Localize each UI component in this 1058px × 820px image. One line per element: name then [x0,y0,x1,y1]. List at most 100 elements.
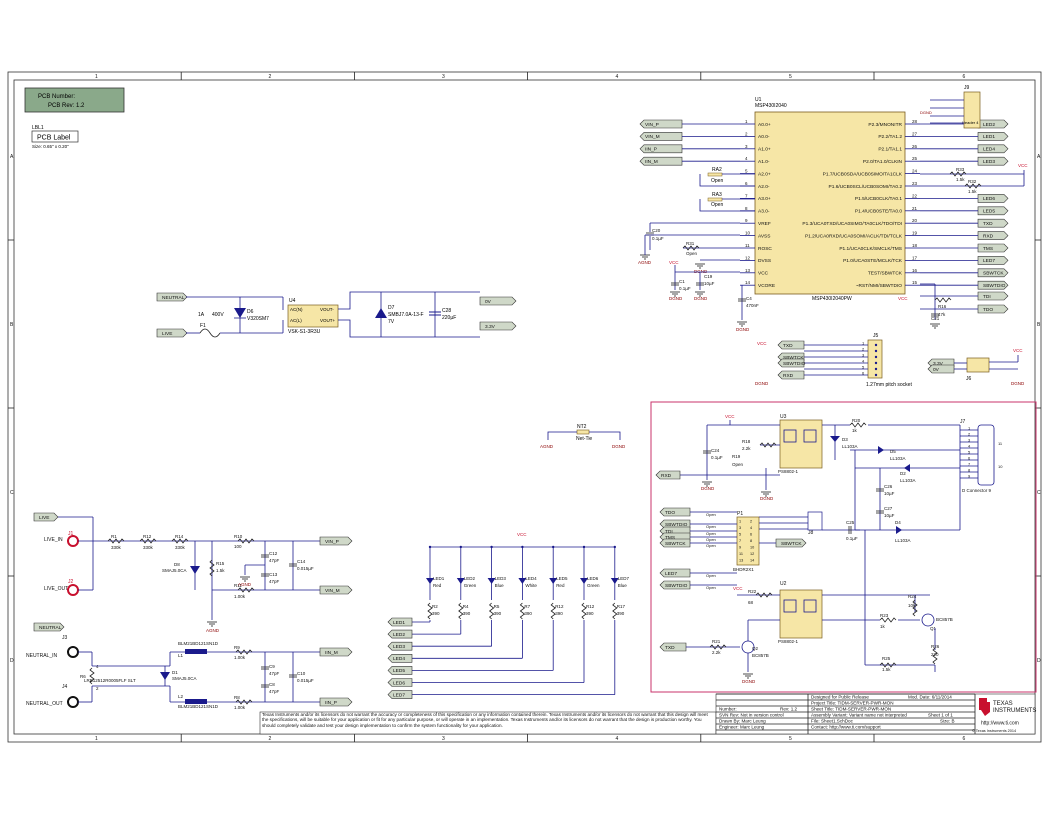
p1-pin-9: 9 [739,546,741,550]
led-color-4: White [525,583,537,588]
j7-pin-11: 11 [998,441,1003,446]
mcu-pin-num-6: 6 [745,181,748,186]
p1-pin-7: 7 [739,539,741,543]
tb-ti-2: INSTRUMENTS [993,708,1036,714]
tb-rev: Rev: 1.2 [780,707,798,712]
p1-pin-12: 12 [750,552,754,556]
led-res-symbol-4 [519,602,526,620]
dgnd-nt: DGND [612,444,626,449]
led-res-ref-4: R7 [524,604,530,609]
iso-net-sbwtck-right-label: SBWTCK [781,541,802,547]
mcu-pin-28: P2.3/MNONITR [868,122,902,128]
tb-project: Project Title: TIDM-SERVER-PWR-MON [811,701,894,706]
frame-row-left-B: B [10,322,14,328]
r20-val: 1k [852,428,858,433]
dgnd-c1 [670,291,680,297]
lbl-text: PCB Label [37,135,71,142]
j5-pin-6: 6 [862,371,865,376]
mcu-pin-25: P2.0/TA1.0/CLKIN [863,159,903,165]
r6-part: LRB12512R0005FLF SLT [84,678,136,683]
dgnd-c24 [702,481,712,487]
mcu-pin-num-11: 11 [745,243,750,248]
mcu-net-iin_p-label: IIN_P [645,147,657,153]
j7-part: D Connector 9 [962,488,992,493]
iso-net-txd: TXD [659,642,687,652]
led-color-7: Blue [618,583,628,588]
mcu-pin-num-21: 21 [912,206,918,211]
tb-engineer: Engineer: Marc Leung [719,725,765,730]
mcu-rnet-9-led7-label: LED7 [983,258,995,264]
l2-symbol [185,699,207,704]
j6-net-0v: 0V [927,364,955,374]
r31-ref: R31 [686,241,695,246]
r33-symbol [949,171,967,177]
l1-ref: L1 [178,653,184,658]
mcu-rnet-2-led4: LED4 [977,144,1009,154]
frame-col-bottom-5: 5 [789,736,792,742]
isolated-serial-interface: U3PS8802-1U2PS8802-1VCCC240.1µFR201kD3LL… [650,401,1037,693]
led-color-1: Red [433,583,442,588]
frame-col-top-1: 1 [95,74,98,80]
front-net-vinm: VIN_M [319,585,353,595]
vcc-r16: VCC [898,296,908,301]
r16-ref: R16 [938,304,947,309]
j2-ref: J2 [68,579,74,585]
dgnd-c4 [737,321,747,327]
mcu-rnet-8-tms: TMS [977,243,1009,253]
vcc-j6: VCC [1013,348,1023,353]
r33-val: 1.5k [956,177,965,182]
frame-col-top-3: 3 [442,74,445,80]
led-net-5: LED5 [387,666,413,675]
d2-part: LL103A [900,478,916,483]
frame-row-left-A: A [10,154,14,160]
vcc-r22: VCC [733,586,743,591]
mcu-rnet-2-led4-label: LED4 [983,147,995,153]
mcu-net-iin_m-label: IIN_M [645,159,658,165]
led-junction-2 [459,545,462,549]
r9-ref: R9 [234,645,240,650]
led-net-4: LED4 [387,653,413,663]
j1-terminal [67,535,79,547]
dgnd-c21 [930,323,940,329]
mcu-pin-num-20: 20 [912,218,918,223]
dgnd-j5: DGND [755,381,769,386]
j2-terminal [67,584,79,596]
d4-part: LL103A [895,538,911,543]
c9-symbol [261,666,269,670]
dgnd-dvss-label: DGND [694,269,708,274]
j6-ref: J6 [966,376,972,382]
j5-pin-2: 2 [862,347,865,352]
p1-open-1: Open [706,512,716,517]
c19-ref: C19 [704,274,713,279]
led-res-ref-5: R12 [555,604,564,609]
r23-symbol [879,617,897,623]
r6-pin2: 2 [96,686,99,691]
c10-ref: C10 [297,671,306,676]
iso-net-led7-label: LED7 [665,571,677,577]
p1-open-7: Open [706,585,716,590]
j7-pin-6: 6 [968,456,971,461]
j7-pin-4: 4 [968,444,971,449]
mcu-rnet-9-led7: LED7 [977,256,1009,265]
r26-val: 220 [931,652,939,657]
j5-net-txd-label: TXD [783,343,793,349]
ra3-ref: RA3 [712,192,722,198]
mcu-pin-num-3: 3 [745,144,748,149]
mcu-pin-23: P1.6/UCB0SCL/UCB0SOMI/TA0.2 [829,184,903,190]
q1-symbol [921,613,935,627]
pcb-number: PCB Number: [38,94,75,100]
p1-open-6: Open [706,573,716,578]
c19-val: 10µF [704,281,715,286]
d6-ref: D6 [247,309,254,315]
j5-net-rxd: RXD [777,370,805,380]
iso-p1-net-0-label: TDO [665,510,675,516]
r21-symbol [709,644,727,650]
p1-pin-13: 13 [739,559,743,563]
led-ref-3: LED3 [495,576,507,581]
u2-ref: U2 [780,581,787,587]
mcu-pin-16: TEST/SBWTCK [868,271,903,277]
mcu-rnet-6-txd: TXD [977,218,1009,228]
dgnd-c19-label: DGND [694,296,708,301]
r11-symbol [237,587,255,593]
